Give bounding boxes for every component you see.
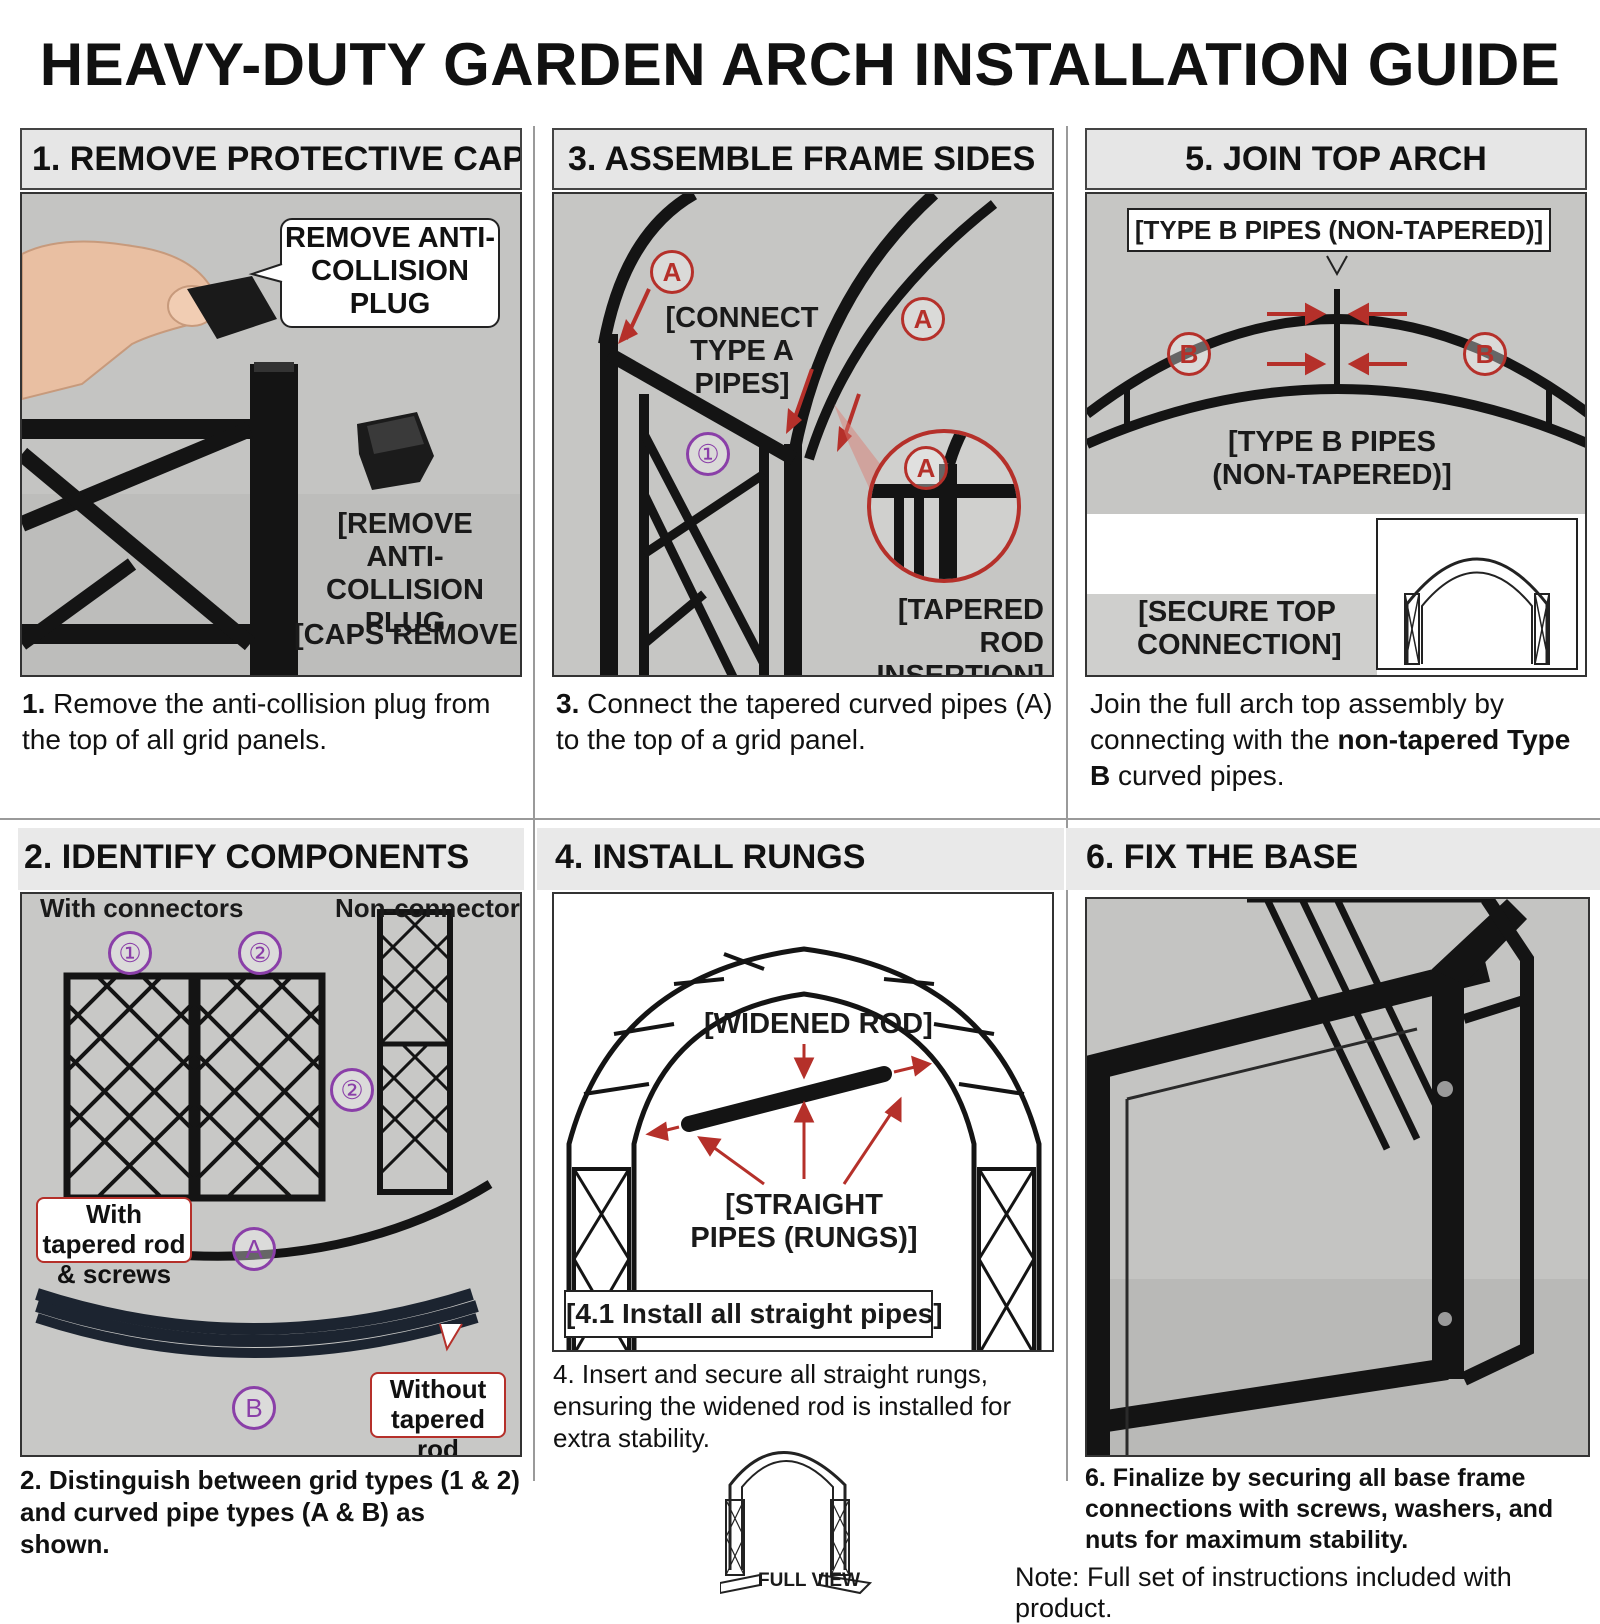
step1-callout-caps: [CAPS REMOVED] (294, 619, 520, 651)
step2-label-with: With connectors (40, 893, 244, 923)
step2-illustration (22, 894, 520, 1455)
step2-header: 2. IDENTIFY COMPONENTS (18, 828, 524, 890)
step6-photo (1085, 897, 1590, 1457)
step4-header: 4. INSTALL RUNGS (537, 828, 1064, 890)
step1-photo: REMOVE ANTI-COLLISION PLUG [REMOVE ANTI-… (20, 192, 522, 677)
step5-callout-top: [TYPE B PIPES (NON-TAPERED)] (1127, 208, 1551, 252)
step5-marker-b1: B (1167, 332, 1211, 376)
column-divider (533, 126, 535, 1481)
step3-caption: 3. Connect the tapered curved pipes (A) … (556, 686, 1056, 758)
step5-caption-pre: Join the full arch top assembly by conne… (1090, 688, 1504, 755)
step5-caption: Join the full arch top assembly by conne… (1090, 686, 1590, 794)
step6-illustration (1087, 899, 1588, 1455)
step3-marker-1: ① (686, 432, 730, 476)
step4-title: 4. INSTALL RUNGS (555, 838, 866, 876)
step3-marker-a3: A (904, 446, 948, 490)
step5-marker-b2: B (1463, 332, 1507, 376)
row-divider (0, 818, 1600, 820)
step1-caption: 1. Remove the anti-collision plug from t… (22, 686, 522, 758)
step5-callout-secure: [SECURE TOP CONNECTION] (1137, 596, 1342, 661)
step2-caption: 2. Distinguish between grid types (1 & 2… (20, 1465, 520, 1559)
step5-title: 5. JOIN TOP ARCH (1185, 140, 1487, 178)
step4-caption: 4. Insert and secure all straight rungs,… (553, 1359, 1012, 1453)
step3-caption-num: 3. (556, 688, 580, 719)
step3-title: 3. ASSEMBLE FRAME SIDES (568, 140, 1036, 178)
step5-photo: [TYPE B PIPES (NON-TAPERED)] B B [TYPE B… (1085, 192, 1587, 677)
step3-header: 3. ASSEMBLE FRAME SIDES (552, 128, 1054, 190)
step2-photo: With connectors Non-connector ① ② ② A B … (20, 892, 522, 1457)
step1-caption-text: Remove the anti-collision plug from the … (22, 688, 491, 755)
step4-callout-widened: [WIDENED ROD] (704, 1008, 933, 1040)
step1-caption-num: 1. (22, 688, 46, 719)
step2-box-without: Without tapered rod (370, 1372, 506, 1455)
step4-illustration (554, 894, 1052, 1350)
step6-caption: 6. Finalize by securing all base frame c… (1085, 1464, 1554, 1554)
step3-callout-tapered: [TAPERED ROD INSERTION] (876, 594, 1044, 677)
step5-caption-bold: non-tapered Type B (1090, 724, 1571, 791)
step5-callout-mid: [TYPE B PIPES (NON-TAPERED)] (1212, 426, 1452, 491)
step2-marker-2b: ② (330, 1068, 374, 1112)
step5-header: 5. JOIN TOP ARCH (1085, 128, 1587, 190)
step1-title: 1. REMOVE PROTECTIVE CAPS (32, 140, 522, 178)
step1-header: 1. REMOVE PROTECTIVE CAPS (20, 128, 522, 190)
step6-title: 6. FIX THE BASE (1086, 838, 1359, 876)
footnote: Note: Full set of instructions included … (1015, 1562, 1512, 1623)
step3-marker-a2: A (901, 297, 945, 341)
step4-box-install: [4.1 Install all straight pipes] (564, 1290, 943, 1338)
step3-illustration (554, 194, 1052, 675)
full-view-label: FULL VIEW (758, 1570, 861, 1591)
step6-header: 6. FIX THE BASE (1066, 828, 1600, 890)
column-divider (1066, 126, 1068, 1481)
step3-photo: A A A ① [CONNECT TYPE A PIPES] [TAPERED … (552, 192, 1054, 677)
page-title: HEAVY-DUTY GARDEN ARCH INSTALLATION GUID… (39, 31, 1561, 98)
full-view-sketch (720, 1451, 873, 1595)
step2-marker-2: ② (238, 931, 282, 975)
step3-caption-text: Connect the tapered curved pipes (A) to … (556, 688, 1053, 755)
step4-diagram: [WIDENED ROD] [STRAIGHT PIPES (RUNGS)] [… (552, 892, 1054, 1352)
step2-marker-b: B (232, 1386, 276, 1430)
step2-box-tapered: With tapered rod & screws (36, 1197, 192, 1289)
step3-callout-connect: [CONNECT TYPE A PIPES] (665, 302, 819, 400)
step2-label-non: Non-connector (335, 893, 520, 923)
step4-callout-straight: [STRAIGHT PIPES (RUNGS)] (690, 1189, 918, 1254)
step1-bubble: REMOVE ANTI-COLLISION PLUG (280, 218, 500, 328)
step2-marker-a: A (232, 1227, 276, 1271)
step2-title: 2. IDENTIFY COMPONENTS (24, 838, 470, 876)
step3-marker-a1: A (650, 250, 694, 294)
step5-caption-post: curved pipes. (1110, 760, 1285, 791)
step1-callout-plug: [REMOVE ANTI-COLLISION PLUG (326, 508, 484, 639)
step2-marker-1: ① (108, 931, 152, 975)
